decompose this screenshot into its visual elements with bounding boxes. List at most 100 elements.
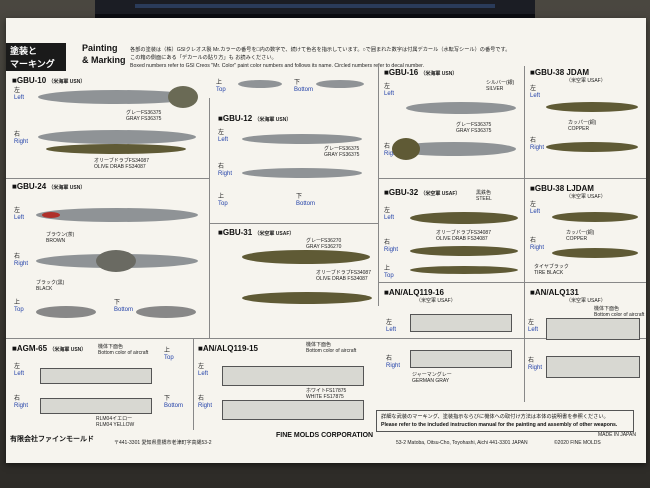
- gbu32-bomb-right: [410, 246, 518, 256]
- gbu10-bomb-olive: [46, 144, 186, 154]
- alq119-16-origin: （米空軍 USAF）: [416, 298, 456, 304]
- footer-made-in: MADE IN JAPAN: [598, 432, 636, 438]
- gbu38l-bomb-right: [552, 248, 638, 258]
- note-box: 詳細な武装のマーキング、塗装指示ならびに機体への取付け方法は本体の説明書を参照く…: [376, 410, 634, 432]
- gbu12-bomb-bottom-view: [316, 80, 364, 88]
- agm65-rail-right: [40, 398, 152, 414]
- gbu32-bomb-top: [410, 266, 518, 274]
- monitor-edge: [95, 0, 535, 18]
- header-en: Painting& Marking: [82, 43, 126, 65]
- gbu24-bomb-top: [36, 208, 198, 222]
- gbu38-origin: （米空軍 USAF）: [566, 78, 606, 84]
- gbu24-bomb-top-small: [36, 306, 96, 318]
- gbu10-tail-fins: [168, 86, 198, 108]
- gbu12-bomb-top-view: [238, 80, 282, 88]
- gbu31-title: ■GBU-31 （米空軍 USAF）: [218, 228, 295, 237]
- gbu38l-origin: （米空軍 USAF）: [566, 194, 606, 200]
- instruction-sheet: 塗装とマーキング Painting& Marking 各部の塗装は（株）GSIク…: [6, 18, 646, 463]
- intro-text: 各部の塗装は（株）GSIクレオス製 Mr.カラーの番号を□内の数字で、続けて色名…: [130, 47, 511, 69]
- footer-copyright: ©2020 FINE MOLDS: [554, 440, 601, 446]
- gbu16-tail: [392, 138, 420, 160]
- gbu10-bomb-gray-2: [38, 130, 196, 144]
- gbu38-bomb-left: [546, 102, 638, 112]
- agm65-rail-left: [40, 368, 152, 384]
- gbu38-copper-label: カッパー(銅)COPPER: [568, 120, 597, 132]
- gbu31-bomb-olive-2: [242, 292, 372, 304]
- gbu38l-title: ■GBU-38 LJDAM: [530, 184, 594, 193]
- gbu24-fins: [96, 250, 136, 272]
- alq131-origin: （米空軍 USAF）: [566, 298, 606, 304]
- header-jp: 塗装とマーキング: [6, 43, 66, 71]
- alq119-16-pod-right: [410, 350, 512, 368]
- gbu24-title: ■GBU-24 （米海軍 USN）: [12, 182, 86, 191]
- footer-address-jp: 〒441-3301 愛知県豊橋市老津町字高縄53-2: [114, 440, 212, 446]
- footer-address-en: 53-2 Matoba, Oitsu-Cho, Toyohashi, Aichi…: [396, 440, 528, 446]
- gbu12-bomb-right: [242, 168, 362, 178]
- gbu16-title: ■GBU-16 （米海軍 USN）: [384, 68, 458, 77]
- gbu16-silver-label: シルバー(銀)SILVER: [486, 80, 515, 92]
- footer-company-en: FINE MOLDS CORPORATION: [276, 432, 374, 439]
- alq131-title: ■AN/ALQ131: [530, 288, 579, 297]
- gbu24-bomb-bottom-small: [136, 306, 196, 318]
- gbu38l-copper-label: カッパー(銅)COPPER: [566, 230, 595, 242]
- gbu32-title: ■GBU-32 （米空軍 USAF）: [384, 188, 461, 197]
- gbu10-title: ■GBU-10 （米海軍 USN）: [12, 76, 86, 85]
- gbu16-bomb-right: [392, 142, 516, 156]
- alq119-16-title: ■AN/ALQ119-16: [384, 288, 444, 297]
- alq119-16-pod-left: [410, 314, 512, 332]
- gbu24-black-label: ブラック(黒)BLACK: [36, 280, 65, 292]
- gbu10-bomb-gray: [38, 90, 196, 104]
- alq119-15-title: ■AN/ALQ119-15: [198, 344, 258, 353]
- alq131-pod-left: [546, 318, 640, 340]
- gbu32-bomb-left: [410, 212, 518, 224]
- gbu12-title: ■GBU-12 （米海軍 USN）: [218, 114, 292, 123]
- agm65-title: ■AGM-65 （米海軍 USN）: [12, 344, 87, 353]
- gbu31-bomb-olive: [242, 250, 370, 264]
- gbu24-brown-label: ブラウン(茶)BROWN: [46, 232, 75, 244]
- footer-company-jp: 有限会社ファインモールド: [10, 436, 94, 443]
- gbu12-bomb-left: [242, 134, 362, 144]
- gbu24-red-band: [42, 212, 60, 218]
- gbu38-bomb-right: [546, 142, 638, 152]
